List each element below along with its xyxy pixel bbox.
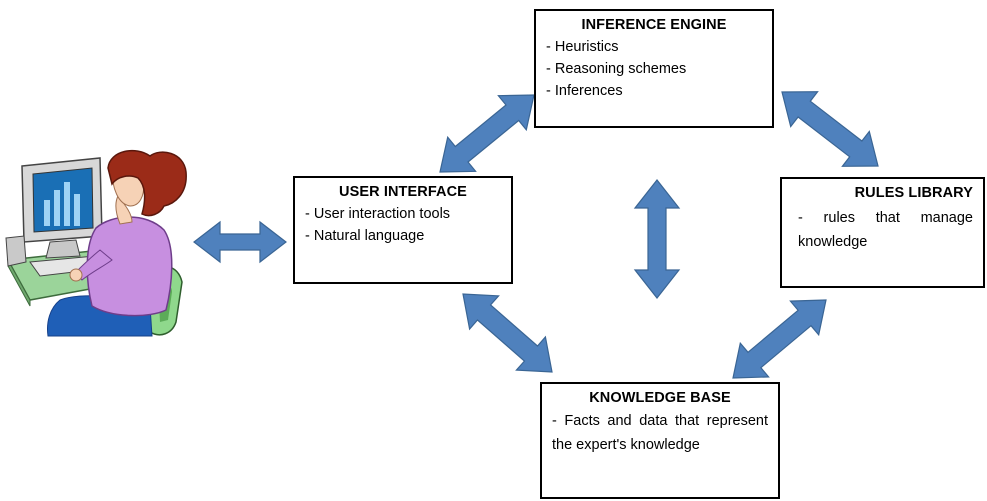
inference-engine-box: INFERENCE ENGINE - Heuristics - Reasonin… [534,9,774,128]
user-interface-item-tools: - User interaction tools [305,206,451,222]
arrow-inference-to-rules [781,91,879,167]
knowledge-base-title: KNOWLEDGE BASE [589,390,731,406]
knowledge-base-box: KNOWLEDGE BASE - Facts and data that rep… [540,382,780,499]
knowledge-base-text: - Facts and data that represent the expe… [552,413,768,453]
inference-engine-item-reasoning-schemes: - Reasoning schemes [546,61,687,77]
arrow-interface-to-inference [439,94,535,173]
user-interface-box: USER INTERFACE - User interaction tools … [293,176,513,284]
rules-library-title: RULES LIBRARY [854,185,973,201]
inference-engine-title: INFERENCE ENGINE [581,17,727,33]
user-interface-item-natural-language: - Natural language [305,228,425,244]
rules-library-box: RULES LIBRARY - rules that manage knowle… [780,177,985,288]
arrow-rules-to-knowledge [732,299,827,379]
user-interface-list: - User interaction tools - Natural langu… [305,203,501,247]
arrow-inference-to-knowledge [633,179,681,299]
user-interface-title: USER INTERFACE [339,184,467,200]
inference-engine-list: - Heuristics - Reasoning schemes - Infer… [546,36,762,102]
rules-library-text: - rules that manage knowledge [798,210,973,250]
inference-engine-item-inferences: - Inferences [546,83,623,99]
arrow-user-to-interface [193,220,287,264]
inference-engine-item-heuristics: - Heuristics [546,39,619,55]
arrow-interface-to-knowledge [462,293,553,373]
